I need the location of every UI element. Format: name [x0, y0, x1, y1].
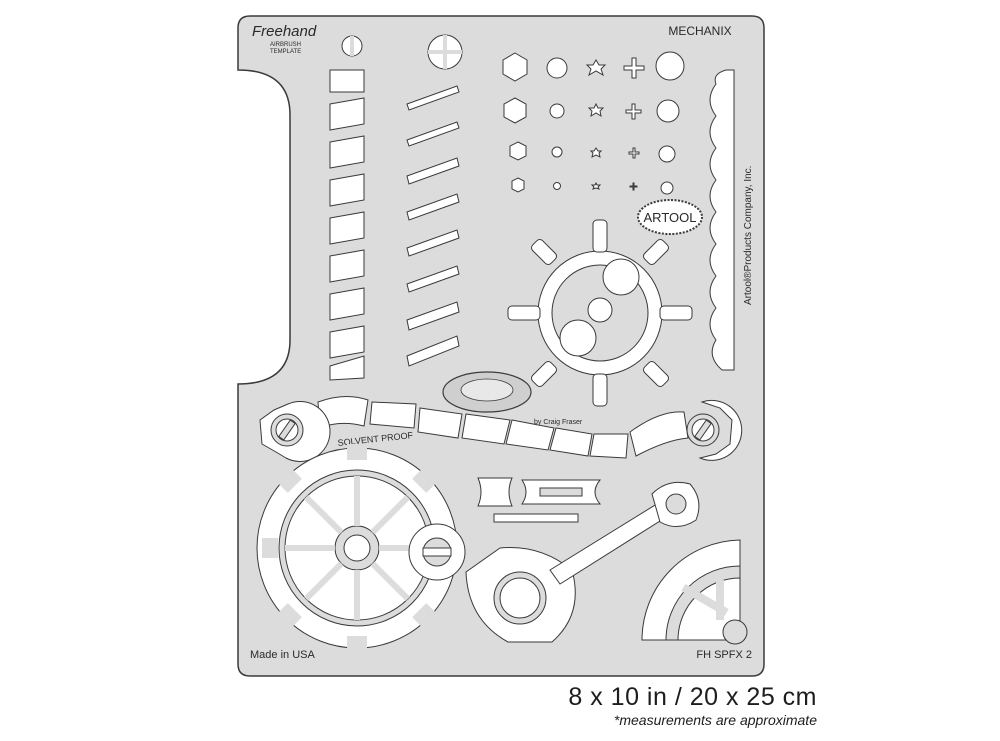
stencil-template: Freehand AIRBRUSH TEMPLATE [237, 15, 765, 677]
connecting-rod [465, 481, 700, 643]
right-cog [686, 399, 743, 461]
company-vertical-text: Artool®Products Company, Inc. [743, 166, 754, 305]
svg-text:by Craig Fraser: by Craig Fraser [534, 419, 583, 426]
large-circle-column [655, 51, 685, 195]
hex-nut-column [502, 52, 528, 193]
freehand-logo: Freehand AIRBRUSH TEMPLATE [252, 23, 317, 55]
scallop-edge-strip [709, 69, 735, 371]
measurement-note: *measurements are approximate [613, 712, 817, 728]
quarter-gear [641, 539, 748, 645]
plus-column [623, 57, 645, 191]
left-cog [259, 401, 331, 462]
spoked-gear-wheel [256, 444, 458, 652]
svg-text:TEMPLATE: TEMPLATE [270, 49, 301, 55]
svg-text:ARTOOL: ARTOOL [644, 210, 697, 225]
screw-head-phillips [427, 34, 463, 70]
svg-text:Freehand: Freehand [252, 23, 317, 40]
small-screw-gear [408, 523, 466, 581]
artist-emblem: by Craig Fraser [442, 371, 583, 426]
artool-badge: ARTOOL [637, 199, 703, 235]
star-column [585, 59, 607, 190]
slanted-slot-column [329, 69, 365, 381]
screw-head-slotted [341, 35, 363, 57]
spiked-gear-cutout [507, 219, 693, 407]
template-title: MECHANIX [668, 24, 731, 38]
belt-segments [317, 396, 689, 459]
size-caption: 8 x 10 in / 20 x 25 cm [568, 683, 817, 711]
diagonal-bar-column [406, 85, 460, 367]
svg-text:AIRBRUSH: AIRBRUSH [270, 42, 301, 48]
circle-column [546, 57, 568, 190]
link-pieces [477, 477, 602, 523]
made-in-label: Made in USA [250, 649, 315, 661]
sku-label: FH SPFX 2 [696, 649, 752, 661]
